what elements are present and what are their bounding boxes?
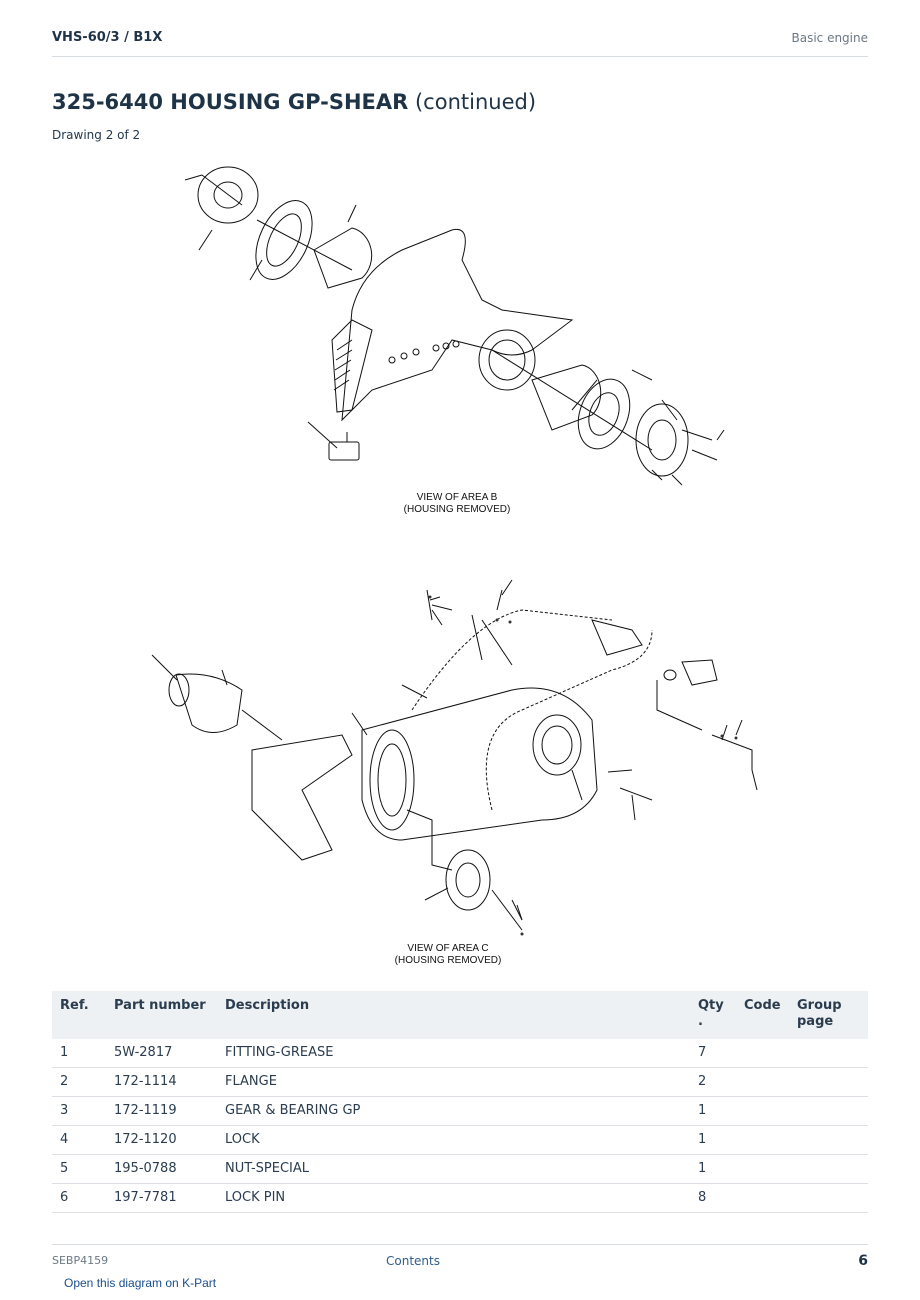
flange-lower-right xyxy=(635,403,689,477)
section-name: Basic engine xyxy=(791,31,868,45)
hydraulic-hose-lower xyxy=(485,629,653,811)
side-bore xyxy=(532,714,582,776)
cylinder-pin xyxy=(175,673,243,733)
col-ref-header: Ref. xyxy=(52,991,106,1039)
bearing-ring-upper xyxy=(255,200,313,280)
hose-fitting-upper xyxy=(591,619,643,656)
document-id: SEBP4159 xyxy=(52,1254,109,1267)
bushing-lower xyxy=(531,364,602,431)
page-footer: SEBP4159 Contents 6 xyxy=(52,1244,868,1275)
shear-jaw xyxy=(251,734,353,861)
flange-upper-left xyxy=(197,166,259,224)
title-suffix: (continued) xyxy=(414,90,537,114)
housing-bore xyxy=(478,329,536,391)
col-description-header: Description xyxy=(217,991,690,1039)
model-breadcrumb: VHS-60/3 / B1X xyxy=(52,30,163,45)
parts-diagram: VIEW OF AREA B (HOUSING REMOVED) VIEW OF… xyxy=(52,150,868,980)
page-title: 325-6440 HOUSING GP-SHEAR (continued) xyxy=(52,90,536,114)
caption-area-b-line2: (HOUSING REMOVED) xyxy=(404,504,511,515)
caption-area-c-line1: VIEW OF AREA C xyxy=(407,943,488,954)
caption-area-b-line1: VIEW OF AREA B xyxy=(417,492,498,503)
slewing-ring xyxy=(369,729,415,831)
drawing-index: Drawing 2 of 2 xyxy=(52,128,141,142)
hose-fitting-right xyxy=(681,659,718,686)
pad-block xyxy=(328,441,360,461)
col-part-number-header: Part number xyxy=(106,991,217,1039)
col-qty-header: Qty. xyxy=(690,991,736,1039)
hydraulic-hose-upper xyxy=(411,609,613,711)
main-cylinder-housing xyxy=(361,687,598,841)
table-header-row: Ref. Part number Description Qty. Code G… xyxy=(52,991,868,1039)
contents-link[interactable]: Contents xyxy=(386,1254,440,1268)
title-main: 325-6440 HOUSING GP-SHEAR xyxy=(52,90,409,114)
flange-bottom xyxy=(445,849,491,911)
page-header: VHS-60/3 / B1X Basic engine xyxy=(52,28,868,57)
page-number: 6 xyxy=(858,1253,868,1269)
open-kpart-link[interactable]: Open this diagram on K-Part xyxy=(64,1276,217,1290)
col-code-header: Code xyxy=(736,991,789,1039)
bearing-ring-lower xyxy=(577,378,631,450)
parts-table: Ref. Part number Description Qty. Code G… xyxy=(52,991,868,1213)
caption-area-c-line2: (HOUSING REMOVED) xyxy=(395,955,502,966)
bushing-upper xyxy=(313,227,373,289)
shear-housing-body-b xyxy=(341,228,574,422)
exploded-view-drawing: VIEW OF AREA B (HOUSING REMOVED) VIEW OF… xyxy=(151,166,758,966)
